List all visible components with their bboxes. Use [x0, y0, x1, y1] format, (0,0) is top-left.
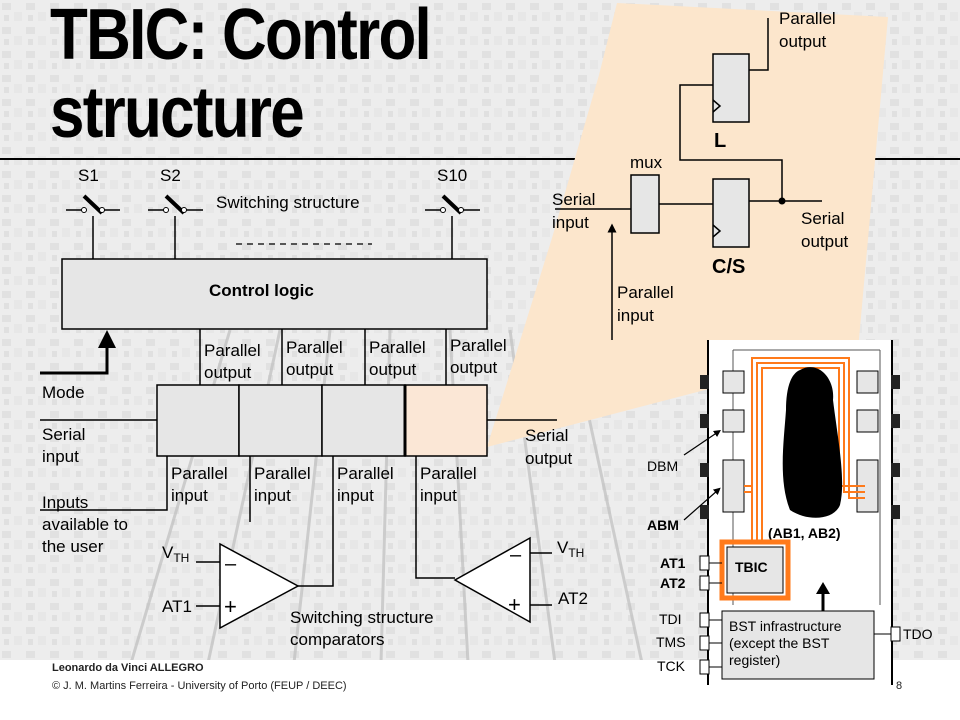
cs-label: C/S — [712, 256, 745, 278]
chip-at1-label: AT1 — [660, 555, 686, 571]
footer-project: Leonardo da Vinci ALLEGRO — [52, 662, 204, 674]
comparators-label-2: comparators — [290, 630, 384, 649]
cell-serial-input-2: input — [552, 213, 589, 232]
cell-parallel-input-1: Parallel — [617, 283, 674, 302]
vth-right: VTH — [557, 538, 584, 560]
comparator-right-plus: + — [508, 592, 521, 617]
parallel-input-4a: Parallel — [420, 464, 477, 483]
at1-left-label: AT1 — [162, 597, 192, 616]
comparators-label-1: Switching structure — [290, 608, 434, 627]
tdo-label: TDO — [903, 626, 933, 642]
tck-label: TCK — [657, 658, 686, 674]
parallel-input-1a: Parallel — [171, 464, 228, 483]
switch-label-s2: S2 — [160, 166, 181, 185]
vth-left: VTH — [162, 543, 189, 565]
serial-output-2: output — [525, 449, 573, 468]
chip-at2-label: AT2 — [660, 575, 686, 591]
comparator-left-minus: – — [225, 553, 237, 575]
serial-input-1: Serial — [42, 425, 85, 444]
page-number: 8 — [896, 680, 903, 692]
parallel-input-1b: input — [171, 486, 208, 505]
mode-label: Mode — [42, 383, 85, 402]
inputs-available-1: Inputs — [42, 493, 88, 512]
parallel-output-4b: output — [450, 358, 498, 377]
footer-copyright: © J. M. Martins Ferreira - University of… — [52, 680, 347, 692]
register-cell-highlighted — [404, 384, 488, 457]
tbic-box — [726, 546, 784, 594]
control-logic-box — [61, 258, 488, 330]
latch-label: L — [714, 130, 726, 152]
abm-label: ABM — [647, 517, 679, 533]
title-line-2: structure — [50, 73, 305, 153]
tbic-highlight — [719, 539, 791, 601]
tdi-label: TDI — [659, 611, 682, 627]
at2-right-label: AT2 — [558, 589, 588, 608]
comparator-right-minus: – — [510, 544, 522, 566]
cell-parallel-output-2: output — [779, 32, 827, 51]
serial-input-2: input — [42, 447, 79, 466]
cell-detail-callout — [487, 3, 888, 447]
comparator-right — [453, 536, 531, 624]
switching-structure-label: Switching structure — [216, 193, 360, 212]
bst-line-1: BST infrastructure — [729, 618, 842, 634]
parallel-output-4a: Parallel — [450, 336, 507, 355]
switch-label-s10: S10 — [437, 166, 467, 185]
title-line-1: TBIC: Control — [50, 0, 432, 75]
switch-s2: S2 — [148, 166, 203, 215]
control-logic-label: Control logic — [209, 281, 314, 300]
junction-dot — [778, 197, 786, 205]
parallel-input-3a: Parallel — [337, 464, 394, 483]
bst-line-3: register) — [729, 652, 780, 668]
cs-flipflop-box — [712, 178, 750, 248]
cell-serial-output-1: Serial — [801, 209, 844, 228]
inputs-available-2: available to — [42, 515, 128, 534]
core-logic-blob — [782, 367, 843, 518]
tms-label: TMS — [656, 634, 686, 650]
register-cell-3 — [321, 384, 406, 457]
parallel-output-1b: output — [204, 363, 252, 382]
mux-box — [630, 174, 660, 234]
switch-s1: S1 — [66, 166, 120, 215]
comparator-left-plus: + — [224, 594, 237, 619]
ab-bus-label: (AB1, AB2) — [768, 525, 841, 541]
register-cell-2 — [238, 384, 323, 457]
dbm-label: DBM — [647, 458, 678, 474]
parallel-output-2a: Parallel — [286, 338, 343, 357]
register-cell-1 — [156, 384, 240, 457]
parallel-input-4b: input — [420, 486, 457, 505]
latch-box — [712, 53, 750, 123]
mode-arrow — [40, 335, 109, 375]
slide-title: TBIC: Control structure — [50, 0, 432, 153]
serial-output-1: Serial — [525, 426, 568, 445]
tbic-label: TBIC — [735, 559, 768, 575]
inputs-available-3: the user — [42, 537, 104, 556]
parallel-input-2b: input — [254, 486, 291, 505]
cell-serial-output-2: output — [801, 232, 849, 251]
comparator-left — [219, 542, 300, 630]
bst-line-2: (except the BST — [729, 635, 830, 651]
switch-label-s1: S1 — [78, 166, 99, 185]
parallel-input-3b: input — [337, 486, 374, 505]
parallel-output-1a: Parallel — [204, 341, 261, 360]
mux-label: mux — [630, 153, 663, 172]
cell-parallel-output-1: Parallel — [779, 9, 836, 28]
cell-parallel-input-2: input — [617, 306, 654, 325]
switch-s10: S10 — [425, 166, 480, 215]
cell-serial-input-1: Serial — [552, 190, 595, 209]
parallel-output-3b: output — [369, 360, 417, 379]
parallel-input-2a: Parallel — [254, 464, 311, 483]
parallel-output-3a: Parallel — [369, 338, 426, 357]
parallel-output-2b: output — [286, 360, 334, 379]
bst-infrastructure-box — [721, 610, 875, 680]
